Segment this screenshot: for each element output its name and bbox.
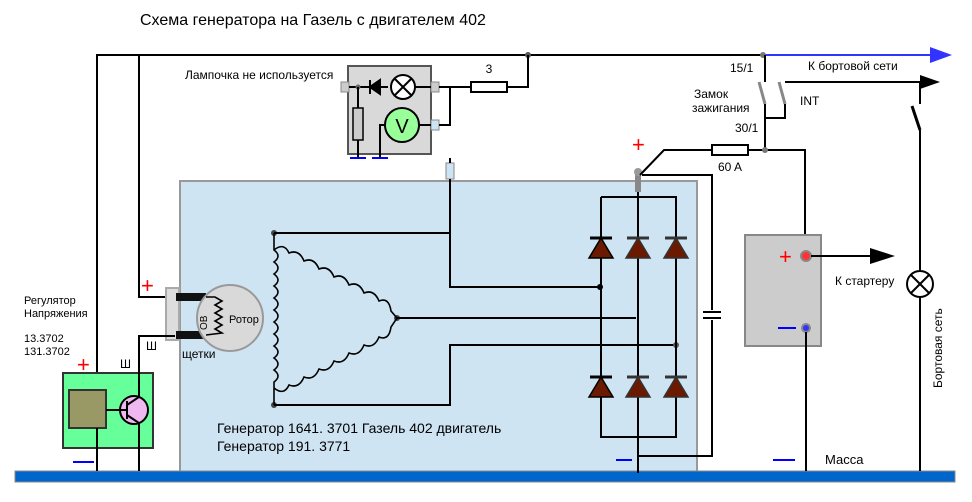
regulator-label-2: Напряжения xyxy=(24,308,88,320)
fuse-60a-label: 60 A xyxy=(718,160,742,174)
int-label: INT xyxy=(800,94,820,108)
stator-wire-1 xyxy=(274,232,600,288)
ignition-switch-contact xyxy=(757,81,767,105)
brush-holder xyxy=(165,287,180,341)
diode-bridge xyxy=(587,177,690,473)
panel-terminal xyxy=(430,119,440,131)
stator-winding-c xyxy=(273,317,398,393)
ground-label: Масса xyxy=(825,452,864,467)
fuse-3 xyxy=(470,81,508,93)
onboard-net-vertical-label: Бортовая сеть xyxy=(931,308,945,388)
brush-minus xyxy=(176,331,206,339)
diagram-title: Схема генератора на Газель с двигателем … xyxy=(140,12,486,29)
sh-terminal-label: Ш xyxy=(146,339,157,353)
ignition-lock-label: Замок xyxy=(694,87,729,101)
stator-winding-b xyxy=(273,245,398,319)
regulator-model-1: 13.3702 xyxy=(24,333,64,345)
onboard-switch xyxy=(910,105,922,131)
to-onboard-net-label: К бортовой сети xyxy=(808,59,898,73)
voltmeter-label: V xyxy=(395,116,409,138)
battery-minus-terminal xyxy=(801,323,811,333)
onboard-net-arrow-icon xyxy=(930,47,952,63)
sh-wire xyxy=(126,335,175,406)
lamp-unused-label: Лампочка не используется xyxy=(185,68,333,82)
brush-plus xyxy=(176,293,206,301)
diode-icon xyxy=(368,78,381,96)
brush-plus-wire xyxy=(138,55,175,298)
generator-body xyxy=(179,180,698,474)
fuse-60a xyxy=(711,144,749,156)
to-starter-arrow-icon xyxy=(870,248,895,264)
regulator-block xyxy=(68,389,107,429)
rotor-label: Ротор xyxy=(229,314,259,326)
brush-plus-sign: + xyxy=(141,273,154,298)
fuse-3-label: 3 xyxy=(486,62,493,76)
to-starter-label: К стартеру xyxy=(835,274,894,288)
to-onboard-net-arrow-icon xyxy=(920,75,940,89)
panel-terminal xyxy=(340,81,350,93)
ignition-lock-label-2: зажигания xyxy=(692,101,750,115)
b-plus-terminal xyxy=(635,172,641,192)
brushes-label: щетки xyxy=(182,347,215,361)
generator-description-2: Генератор 191. 3771 xyxy=(217,438,350,454)
battery-plus-sign: + xyxy=(779,244,792,269)
b-plus-wire xyxy=(639,149,712,176)
stator-wire-3 xyxy=(274,344,676,406)
battery-plus-terminal xyxy=(800,250,812,262)
panel-terminal xyxy=(430,81,440,93)
terminal-15-label: 15/1 xyxy=(730,61,754,75)
field-winding-label: ОВ xyxy=(199,315,210,330)
b-plus-sign: + xyxy=(632,132,645,157)
stator-winding-a xyxy=(272,233,279,405)
ground-bus xyxy=(14,470,956,483)
regulator-label: Регулятор xyxy=(24,295,76,307)
ignition-switch-contact xyxy=(777,81,787,105)
capacitor-wire xyxy=(642,174,713,310)
regulator-plus-sign: + xyxy=(77,352,90,377)
terminal-30-label: 30/1 xyxy=(735,121,759,135)
field-winding-icon xyxy=(205,296,225,336)
d-plus-terminal xyxy=(445,162,455,180)
regulator-sh-label: Ш xyxy=(120,357,131,371)
top-power-wire xyxy=(96,54,765,468)
resistor-icon xyxy=(352,107,364,141)
generator-description-1: Генератор 1641. 3701 Газель 402 двигател… xyxy=(217,420,501,436)
regulator-model-2: 131.3702 xyxy=(24,346,70,358)
